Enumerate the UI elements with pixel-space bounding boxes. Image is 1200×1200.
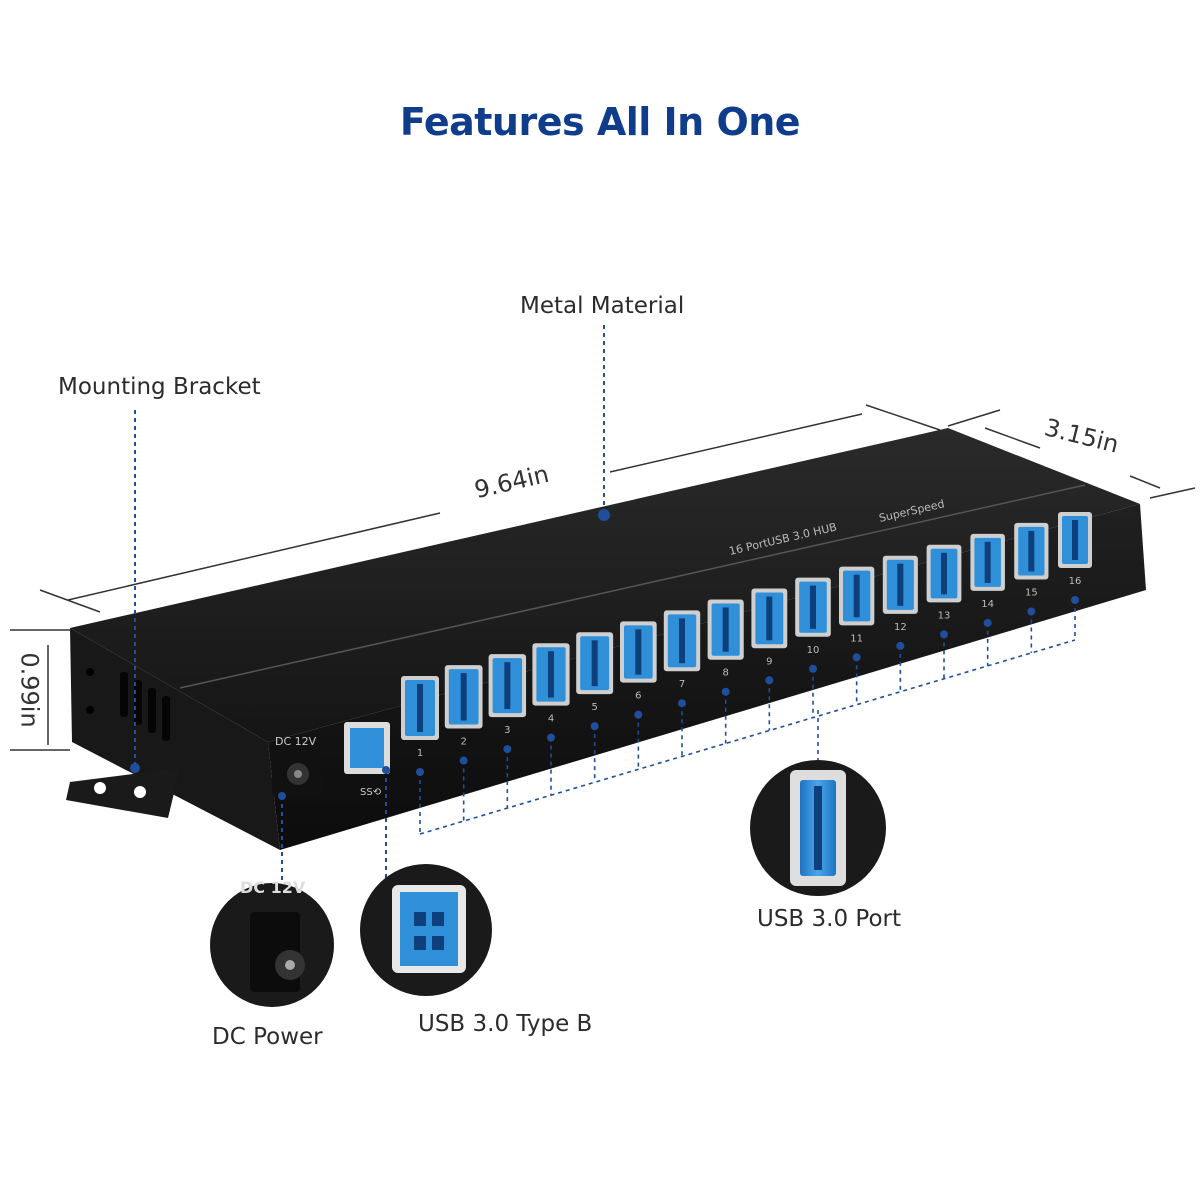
usb-port-tongue bbox=[679, 618, 685, 664]
usb-port-tongue bbox=[941, 552, 947, 595]
usb-port-tongue bbox=[591, 640, 598, 687]
port-number: 12 bbox=[894, 622, 907, 633]
dc-label: DC 12V bbox=[275, 735, 317, 748]
port-number: 15 bbox=[1025, 587, 1038, 598]
port-number: 10 bbox=[807, 645, 820, 656]
port-number: 1 bbox=[417, 748, 423, 759]
type-b-callout bbox=[360, 864, 492, 996]
usb-port-tongue bbox=[635, 629, 642, 675]
port-number: 13 bbox=[938, 610, 951, 621]
ss-label: SS⟲ bbox=[360, 787, 382, 798]
usb-port-callout bbox=[750, 760, 886, 896]
port-number: 8 bbox=[722, 668, 728, 679]
port-number: 4 bbox=[548, 714, 554, 725]
port-number: 6 bbox=[635, 691, 641, 702]
usb-port-tongue bbox=[1028, 530, 1035, 572]
usb-port-tongue bbox=[460, 673, 467, 721]
label-type-b: USB 3.0 Type B bbox=[418, 1011, 593, 1037]
port-number: 5 bbox=[591, 702, 597, 713]
label-usb-port: USB 3.0 Port bbox=[757, 906, 902, 932]
usb-port-tongue bbox=[1072, 520, 1078, 560]
port-bracket bbox=[416, 596, 1079, 835]
dc-power-callout: DC 12V bbox=[210, 878, 334, 1007]
dim-height: 0.99in bbox=[15, 648, 44, 732]
usb-port-tongue bbox=[984, 541, 991, 583]
dc-callout-text: DC 12V bbox=[240, 878, 306, 897]
port-number: 11 bbox=[850, 633, 863, 644]
label-dc-power: DC Power bbox=[212, 1024, 323, 1050]
usb-port-tongue bbox=[766, 596, 773, 641]
mounting-bracket bbox=[66, 768, 180, 818]
usb-port-tongue bbox=[504, 662, 511, 710]
usb-port-row bbox=[401, 512, 1092, 740]
page-title: Features All In One bbox=[399, 100, 801, 144]
port-number: 2 bbox=[460, 737, 466, 748]
label-metal-material: Metal Material bbox=[520, 293, 685, 319]
port-number: 9 bbox=[766, 656, 772, 667]
port-number: 14 bbox=[981, 599, 994, 610]
hub-top bbox=[70, 428, 1140, 742]
port-bracket-baseline bbox=[419, 639, 1076, 835]
usb-port-tongue bbox=[722, 607, 729, 652]
usb-port-tongue bbox=[548, 651, 554, 698]
port-number: 7 bbox=[679, 679, 685, 690]
usb-port-tongue bbox=[417, 684, 423, 732]
label-mounting-bracket: Mounting Bracket bbox=[58, 374, 261, 400]
usb-port-tongue bbox=[853, 574, 860, 618]
port-number: 3 bbox=[504, 725, 510, 736]
usb-port-tongue bbox=[897, 563, 904, 606]
usb-port-tongue bbox=[810, 585, 816, 629]
port-number: 16 bbox=[1069, 576, 1082, 587]
hub-front bbox=[268, 504, 1146, 850]
dimension-lines bbox=[10, 404, 1196, 751]
